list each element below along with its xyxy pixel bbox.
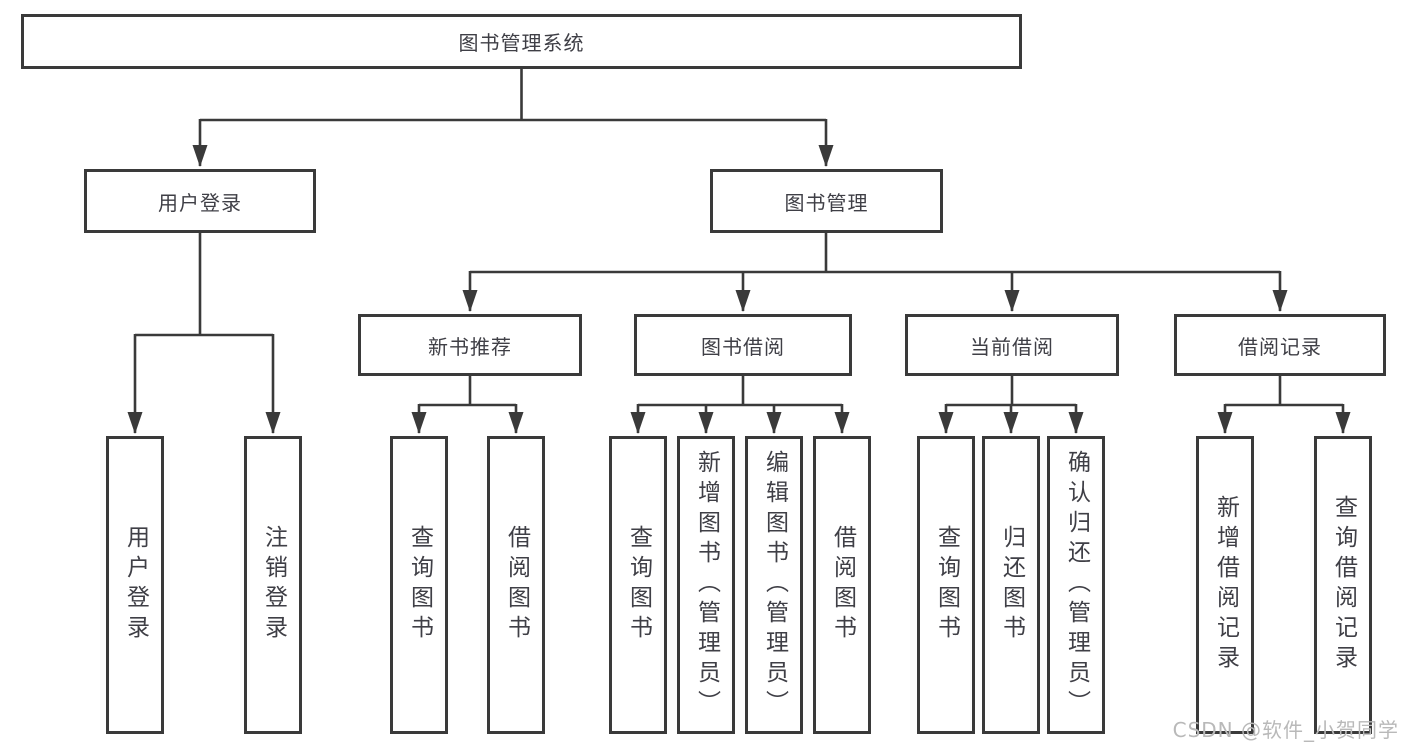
node-logout-login: 注销登录: [244, 436, 302, 734]
node-add-books-admin: 新增图书（管理员）: [677, 436, 735, 734]
node-user-login: 用户登录: [84, 169, 316, 233]
node-label: 查询图书: [933, 525, 960, 645]
node-label: 图书借阅: [701, 334, 785, 359]
node-label: 当前借阅: [970, 334, 1054, 359]
node-query-books-borrow: 查询图书: [609, 436, 667, 734]
node-label: 查询图书: [406, 525, 433, 645]
node-library-management-system: 图书管理系统: [21, 14, 1022, 69]
node-label: 归还图书: [998, 525, 1025, 645]
node-new-book-recommendation: 新书推荐: [358, 314, 582, 376]
node-book-management: 图书管理: [710, 169, 943, 233]
connector-current-borrowing-to-leaves: [938, 376, 1084, 434]
node-label: 借阅图书: [503, 525, 530, 645]
node-label: 用户登录: [158, 190, 242, 215]
node-user-login-leaf: 用户登录: [106, 436, 164, 734]
node-borrow-books-leaf: 借阅图书: [813, 436, 871, 734]
node-label: 确认归还（管理员）: [1063, 450, 1090, 720]
node-return-books: 归还图书: [982, 436, 1040, 734]
node-label: 编辑图书（管理员）: [761, 450, 788, 720]
node-query-borrow-record: 查询借阅记录: [1314, 436, 1372, 734]
node-label: 借阅记录: [1238, 334, 1322, 359]
node-label: 新书推荐: [428, 334, 512, 359]
node-label: 用户登录: [122, 525, 149, 645]
connector-borrow-records-to-leaves: [1217, 376, 1351, 434]
node-label: 新增图书（管理员）: [693, 450, 720, 720]
node-label: 图书管理: [784, 190, 869, 215]
node-add-borrow-record: 新增借阅记录: [1196, 436, 1254, 734]
node-label: 查询图书: [625, 525, 652, 645]
connector-book-management-to-level3: [462, 233, 1288, 312]
node-current-borrowing: 当前借阅: [905, 314, 1119, 376]
node-borrowing-records: 借阅记录: [1174, 314, 1386, 376]
node-query-books-current: 查询图书: [917, 436, 975, 734]
node-label: 查询借阅记录: [1330, 495, 1357, 675]
node-label: 图书管理系统: [458, 31, 585, 55]
node-confirm-return-admin: 确认归还（管理员）: [1047, 436, 1105, 734]
connector-new-book-to-leaves: [411, 376, 524, 434]
node-book-borrowing: 图书借阅: [634, 314, 852, 376]
watermark: CSDN @软件_小贺同学: [1172, 718, 1399, 742]
node-query-books-recommend: 查询图书: [390, 436, 448, 734]
node-label: 注销登录: [260, 525, 287, 645]
node-label: 新增借阅记录: [1212, 495, 1239, 675]
node-edit-books-admin: 编辑图书（管理员）: [745, 436, 803, 734]
connector-user-login-to-leaves: [127, 233, 281, 434]
node-label: 借阅图书: [829, 525, 856, 645]
connector-root-to-level2: [192, 69, 834, 167]
connector-book-borrowing-to-leaves: [630, 376, 850, 434]
node-borrow-books-recommend: 借阅图书: [487, 436, 545, 734]
